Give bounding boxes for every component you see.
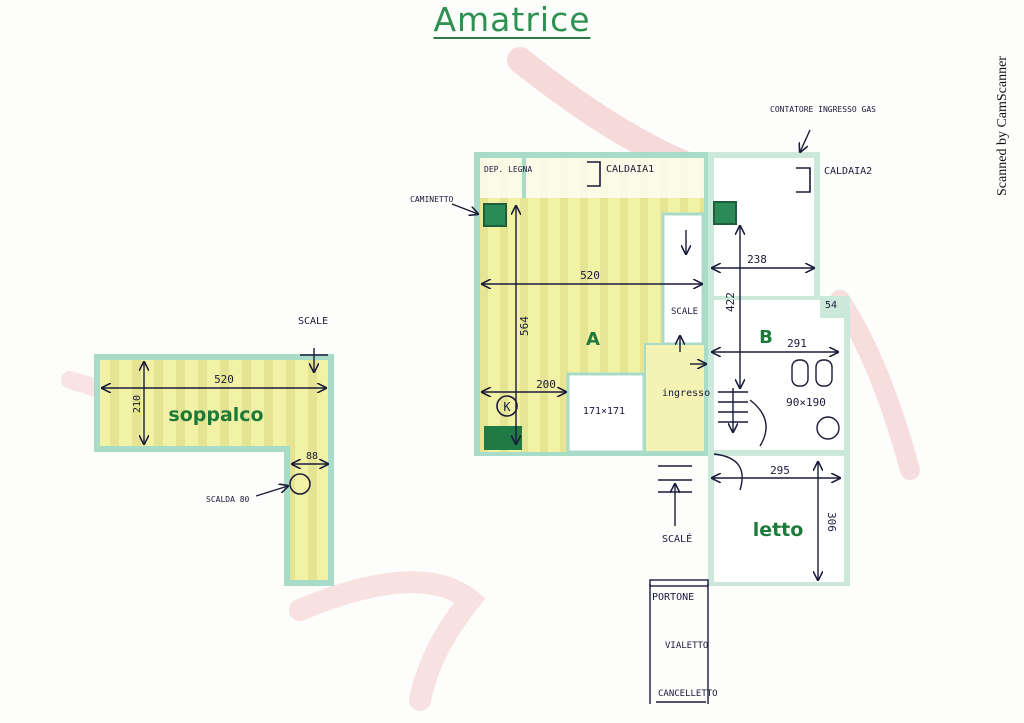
outdoor-stairs-icon bbox=[658, 465, 692, 526]
label-scale-a: SCALE bbox=[671, 307, 698, 317]
dim-b-422: 422 bbox=[724, 292, 737, 312]
dim-b-238: 238 bbox=[747, 253, 767, 266]
room-a-label: A bbox=[586, 329, 600, 350]
label-scaldabagno: SCALDA 80 bbox=[206, 495, 250, 504]
sink-icon bbox=[816, 416, 840, 440]
bidet-icon bbox=[815, 359, 833, 387]
dim-b-54: 54 bbox=[825, 300, 837, 311]
dim-shower: 171×171 bbox=[583, 406, 625, 417]
room-b bbox=[708, 152, 850, 586]
dim-letto-295: 295 bbox=[770, 464, 790, 477]
label-caminetto: CAMINETTO bbox=[410, 195, 454, 204]
stairs-b-icon bbox=[718, 388, 748, 432]
label-caldaia1: CALDAIA1 bbox=[606, 164, 654, 175]
dim-a-width: 520 bbox=[580, 269, 600, 282]
label-scale-out: SCALÉ bbox=[662, 532, 692, 545]
dim-letto-306: 306 bbox=[825, 512, 838, 532]
boiler-2-icon bbox=[796, 167, 811, 193]
soppalco-floor bbox=[100, 360, 328, 580]
label-caldaia2: CALDAIA2 bbox=[824, 166, 872, 177]
kitchen-k-label: K bbox=[503, 400, 511, 414]
fireplace-a-icon bbox=[483, 203, 507, 227]
label-portone: PORTONE bbox=[652, 592, 694, 603]
page-title: Amatrice bbox=[433, 0, 591, 39]
label-dep-legna: DEP. LEGNA bbox=[484, 165, 532, 174]
label-ingresso: ingresso bbox=[662, 388, 710, 399]
letto-label: letto bbox=[753, 519, 804, 541]
dim-soppalco-88: 88 bbox=[306, 451, 318, 462]
fireplace-b-icon bbox=[713, 201, 737, 225]
soppalco-label: soppalco bbox=[168, 404, 263, 426]
room-b-label: B bbox=[759, 327, 773, 348]
boiler-1-icon bbox=[587, 161, 601, 187]
label-contatore: CONTATORE INGRESSO GAS bbox=[770, 105, 876, 114]
label-cancelletto: CANCELLETTO bbox=[658, 689, 718, 699]
dim-a-200: 200 bbox=[536, 378, 556, 391]
toilet-icon bbox=[791, 359, 809, 387]
dim-b-291: 291 bbox=[787, 337, 807, 350]
dim-soppalco-height: 210 bbox=[132, 395, 143, 413]
label-vialetto: VIALETTO bbox=[665, 641, 708, 651]
exterior bbox=[649, 465, 709, 704]
dim-bath: 90×190 bbox=[786, 396, 826, 409]
label-scale-soppalco: SCALE bbox=[298, 316, 328, 327]
dim-a-height: 564 bbox=[518, 316, 531, 336]
dim-soppalco-width: 520 bbox=[214, 373, 234, 386]
dimension-lines bbox=[102, 129, 840, 580]
